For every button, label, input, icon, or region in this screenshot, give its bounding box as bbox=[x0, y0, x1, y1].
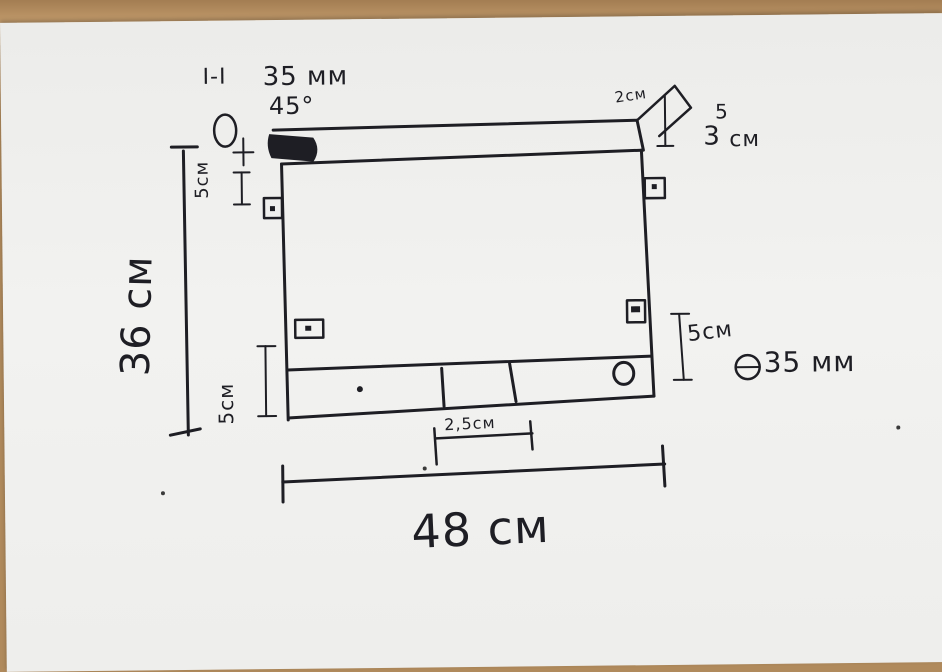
label-tube-top: 35 мм bbox=[262, 61, 349, 93]
speck bbox=[896, 425, 901, 430]
dim-spacing bbox=[433, 420, 534, 466]
label-bracket-left: 5см bbox=[191, 160, 213, 199]
label-section: I-I bbox=[202, 64, 227, 90]
bracket-left-bottom bbox=[293, 318, 325, 340]
sketch-drawing bbox=[160, 84, 901, 504]
tube-end-filled bbox=[267, 134, 318, 162]
label-spacing: 2,5см bbox=[443, 412, 496, 435]
label-height-total: 36 см bbox=[112, 254, 162, 377]
label-corner-height-unit: см bbox=[729, 126, 761, 153]
dim-bracket-left bbox=[232, 171, 251, 206]
dim-width bbox=[281, 444, 667, 504]
dim-height bbox=[168, 145, 202, 437]
dim-bottom-left bbox=[256, 345, 278, 418]
bracket-right-top bbox=[643, 176, 667, 200]
paper-sheet: I-I 35 мм 45° 2см 5 3 см 5см 36 см 5см 5… bbox=[0, 13, 942, 672]
speck bbox=[422, 466, 427, 471]
corner-gusset bbox=[635, 84, 693, 148]
hole-circle bbox=[612, 360, 636, 386]
label-tube-right: 35 мм bbox=[763, 344, 856, 379]
label-corner-height-3: 3 bbox=[703, 121, 721, 152]
bracket-right-bottom bbox=[625, 298, 647, 324]
tube-symbol-right bbox=[734, 353, 761, 381]
top-profile bbox=[267, 118, 645, 166]
dim-right bbox=[670, 312, 693, 381]
section-mark bbox=[212, 113, 255, 167]
label-width-total: 48 см bbox=[410, 498, 551, 560]
bottom-profile bbox=[286, 354, 656, 420]
label-bottom-left: 5см bbox=[213, 382, 239, 425]
label-bracket-right: 5см bbox=[685, 316, 735, 348]
label-angle: 45° bbox=[268, 91, 315, 121]
speck bbox=[160, 491, 165, 496]
hole-dot bbox=[356, 386, 363, 393]
label-corner-height-5: 5 bbox=[714, 99, 729, 124]
bracket-left-top bbox=[262, 196, 284, 220]
